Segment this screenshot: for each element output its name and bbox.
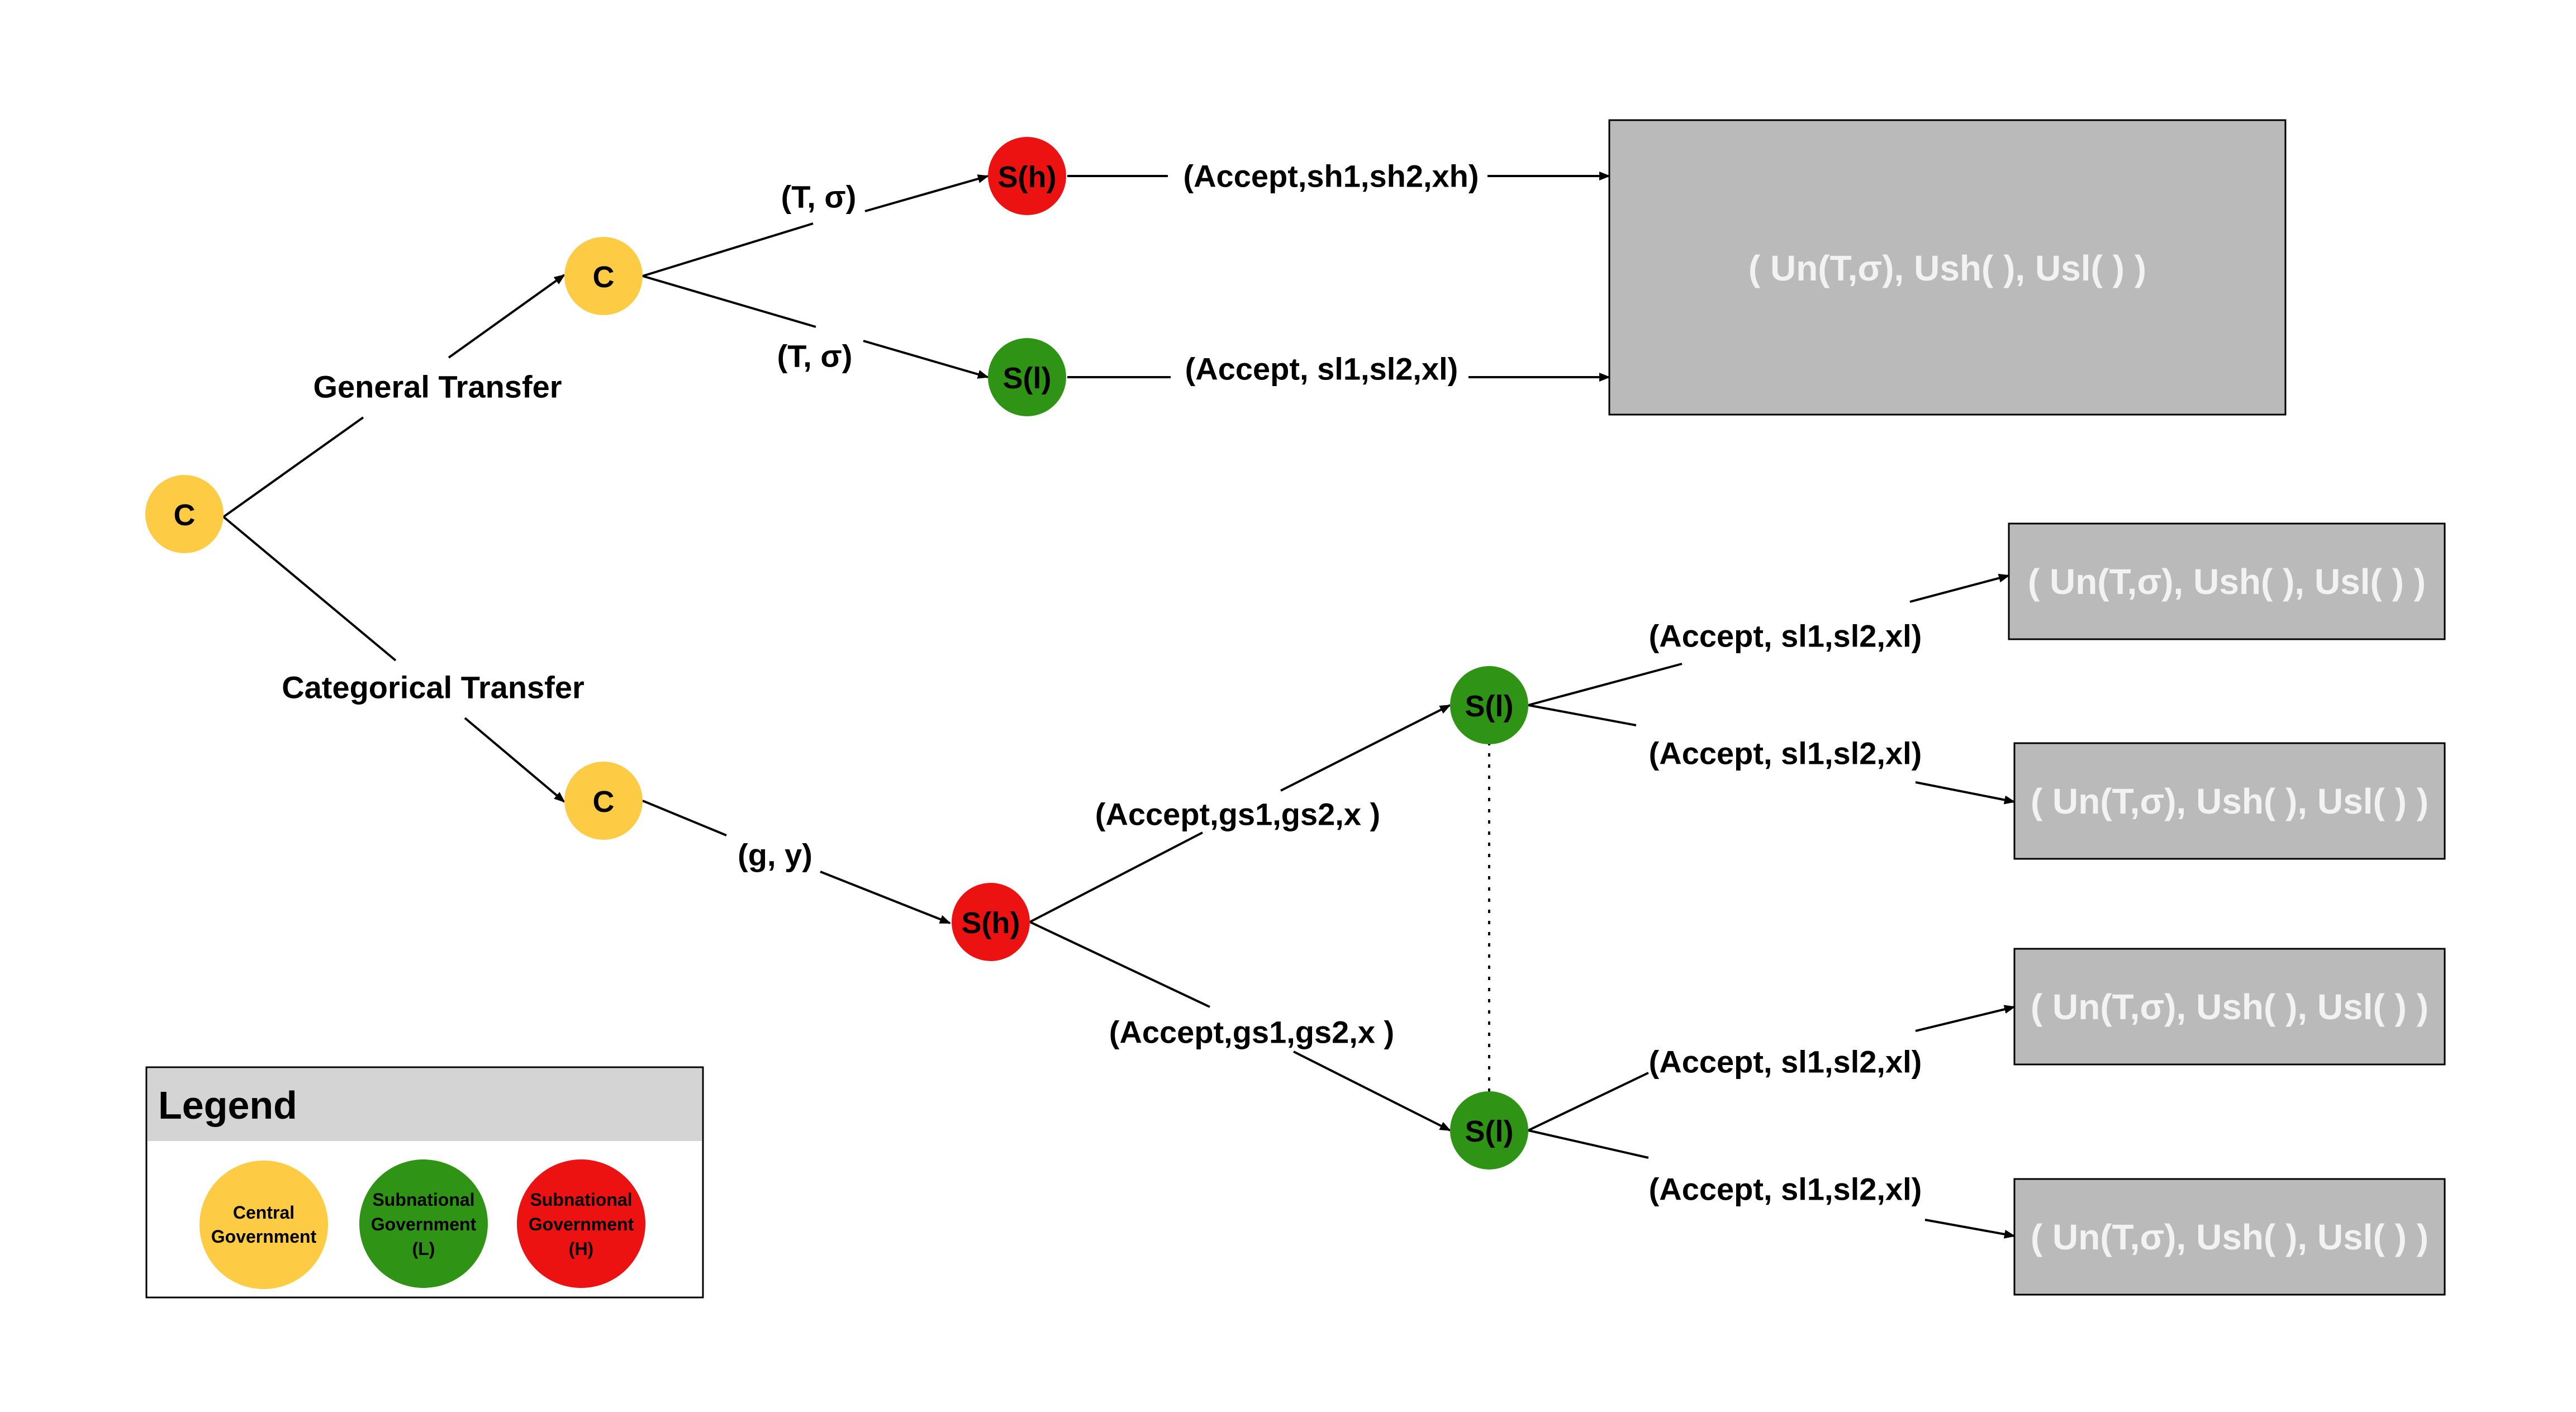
general-payoff-box <box>1608 119 2287 416</box>
edge-slb-leaf3-a <box>1528 1072 1649 1131</box>
edge-slt-leaf1-b <box>1909 573 2010 603</box>
categorical-central-node-label: C <box>593 785 615 819</box>
categorical-sh-node <box>952 883 1030 961</box>
edge-label-cat-accept-lower: (Accept,gs1,gs2,x ) <box>1109 1015 1394 1050</box>
legend: Legend Central Government Subnational Go… <box>145 1066 704 1299</box>
payoff-boxes <box>1608 119 2446 1296</box>
leaf-payoff-text-1: ( Un(T,σ), Ush( ), Usl( ) ) <box>2028 562 2426 602</box>
payoff-labels: ( Un(T,σ), Ush( ), Usl( ) ) ( Un(T,σ), U… <box>1748 248 2428 1257</box>
edge-slt-leaf2-a <box>1528 704 1637 726</box>
edge-label-cat-accept-upper: (Accept,gs1,gs2,x ) <box>1095 797 1380 832</box>
categorical-sh-node-label: S(h) <box>962 906 1020 940</box>
edge-general-sh-b <box>864 174 989 212</box>
root-node <box>145 475 224 553</box>
legend-central-swatch <box>199 1161 328 1289</box>
categorical-central-node <box>564 762 643 840</box>
general-sh-node-label: S(h) <box>998 160 1057 194</box>
edge-csh-slt-b <box>1280 704 1451 792</box>
edge-label-leaf-accept-1: (Accept, sl1,sl2,xl) <box>1649 619 1922 654</box>
nodes <box>145 137 1528 1169</box>
edge-categorical-sh-b <box>820 871 951 924</box>
general-payoff-text: ( Un(T,σ), Ush( ), Usl( ) ) <box>1748 248 2146 288</box>
edge-general-sh-a <box>642 222 814 277</box>
legend-high-line-3: (H) <box>569 1239 593 1259</box>
edge-labels: General Transfer Categorical Transfer (T… <box>282 159 1922 1207</box>
legend-central-line-1: Central <box>233 1202 294 1223</box>
categorical-sl-bottom-node-label: S(l) <box>1465 1115 1514 1148</box>
leaf-payoff-text-4: ( Un(T,σ), Ush( ), Usl( ) ) <box>2031 1217 2428 1257</box>
edge-label-t-sigma-lower: (T, σ) <box>777 339 853 374</box>
edge-slt-leaf2-b <box>1915 781 2016 805</box>
general-sl-node-label: S(l) <box>1003 362 1052 395</box>
edge-categorical-sh-a <box>642 800 727 836</box>
edge-root-general-a <box>222 416 364 518</box>
legend-central-line-2: Government <box>211 1226 317 1247</box>
edge-csh-slb-a <box>1029 921 1210 1008</box>
categorical-sl-top-node-label: S(l) <box>1465 690 1514 723</box>
legend-title: Legend <box>158 1083 297 1127</box>
leaf-payoff-box-2 <box>2013 742 2446 860</box>
edge-csh-slt-a <box>1029 831 1203 923</box>
edge-slb-leaf3-b <box>1915 1005 2016 1032</box>
leaf-payoff-box-3 <box>2013 948 2446 1066</box>
legend-header <box>148 1068 702 1141</box>
legend-low-line-3: (L) <box>412 1239 435 1259</box>
edge-label-leaf-accept-4: (Accept, sl1,sl2,xl) <box>1649 1172 1922 1207</box>
general-central-node <box>564 237 643 315</box>
legend-high-swatch <box>517 1159 645 1288</box>
edge-label-leaf-accept-2: (Accept, sl1,sl2,xl) <box>1649 736 1922 771</box>
edges <box>222 172 2016 1239</box>
edge-slt-leaf1-a <box>1528 663 1683 706</box>
legend-high-line-2: Government <box>529 1214 634 1234</box>
general-central-node-label: C <box>593 260 615 294</box>
edge-label-general-transfer: General Transfer <box>313 369 562 405</box>
node-labels: C C C S(h) S(l) S(h) S(l) S(l) <box>174 160 1514 1148</box>
edge-label-categorical-transfer: Categorical Transfer <box>282 670 584 705</box>
general-sh-node <box>988 137 1066 215</box>
leaf-payoff-box-4 <box>2013 1178 2446 1296</box>
root-node-label: C <box>174 498 196 532</box>
categorical-sl-top-node <box>1450 666 1528 744</box>
edge-root-general-b <box>448 274 565 359</box>
legend-high-line-1: Subnational <box>530 1190 632 1210</box>
categorical-sl-bottom-node <box>1450 1091 1528 1169</box>
edge-label-t-sigma-upper: (T, σ) <box>781 179 857 215</box>
edge-general-sl-a <box>642 275 816 328</box>
edge-root-categorical-b <box>464 717 565 803</box>
legend-low-line-2: Government <box>371 1214 477 1234</box>
leaf-payoff-text-3: ( Un(T,σ), Ush( ), Usl( ) ) <box>2031 987 2428 1027</box>
legend-low-swatch <box>359 1159 488 1288</box>
edge-label-g-y: (g, y) <box>738 838 812 873</box>
edge-csh-slb-b <box>1293 1050 1451 1131</box>
edge-slb-leaf4-a <box>1528 1129 1649 1159</box>
edge-slb-leaf4-b <box>1924 1219 2016 1239</box>
edge-root-categorical-a <box>222 516 397 662</box>
edge-label-accept-high: (Accept,sh1,sh2,xh) <box>1183 159 1479 194</box>
edge-general-sl-b <box>863 340 989 379</box>
edge-label-accept-low: (Accept, sl1,sl2,xl) <box>1185 351 1458 387</box>
legend-low-line-1: Subnational <box>372 1190 474 1210</box>
leaf-payoff-text-2: ( Un(T,σ), Ush( ), Usl( ) ) <box>2031 781 2428 821</box>
leaf-payoff-box-1 <box>2008 522 2446 640</box>
edge-label-leaf-accept-3: (Accept, sl1,sl2,xl) <box>1649 1044 1922 1080</box>
general-sl-node <box>988 338 1066 416</box>
